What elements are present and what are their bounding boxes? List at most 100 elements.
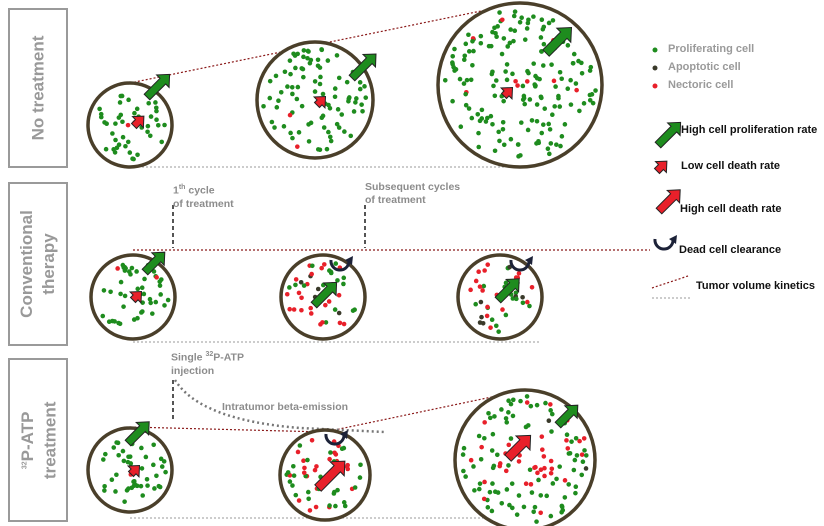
proliferating-cell <box>339 112 345 117</box>
proliferating-cell <box>341 275 347 281</box>
proliferating-cell <box>301 54 306 60</box>
proliferating-cell <box>579 70 585 76</box>
proliferating-cell <box>134 483 140 489</box>
proliferating-cell <box>332 94 338 100</box>
proliferating-cell <box>442 77 448 83</box>
proliferating-cell <box>97 106 102 112</box>
row-label-line2: therapy <box>39 233 59 295</box>
proliferating-cell <box>140 493 146 498</box>
proliferating-cell <box>571 467 577 473</box>
proliferating-cell <box>132 110 137 116</box>
proliferating-cell <box>557 69 563 75</box>
proliferating-cell <box>112 319 117 324</box>
proliferating-cell <box>508 401 514 407</box>
necrotic-cell <box>564 438 569 443</box>
necrotic-cell <box>549 466 555 472</box>
proliferating-cell <box>534 75 540 81</box>
necrotic-cell <box>485 304 490 310</box>
proliferating-cell <box>564 432 570 437</box>
proliferating-cell <box>566 482 572 487</box>
proliferating-cell <box>336 75 342 81</box>
proliferating-cell <box>547 151 552 157</box>
proliferating-cell <box>483 119 489 124</box>
proliferating-cell <box>100 313 106 319</box>
necrotic-cell <box>125 122 131 128</box>
necrotic-cell <box>299 307 304 313</box>
proliferating-cell <box>495 490 501 495</box>
necrotic-cell <box>503 468 509 474</box>
proliferating-cell <box>579 60 584 66</box>
proliferating-cell <box>121 304 126 309</box>
proliferating-cell <box>152 486 157 491</box>
proliferating-cell <box>357 475 363 480</box>
proliferating-cell <box>460 452 466 457</box>
proliferating-cell <box>531 14 536 19</box>
necrotic-cell <box>326 299 332 304</box>
proliferating-cell <box>550 112 555 117</box>
proliferating-cell <box>527 467 533 473</box>
proliferating-cell <box>461 57 467 63</box>
proliferating-cell <box>114 472 119 478</box>
proliferating-cell <box>559 134 565 139</box>
necrotic-cell <box>482 268 487 273</box>
proliferating-cell <box>477 481 483 486</box>
proliferating-cell <box>548 141 554 146</box>
proliferating-cell <box>494 34 499 40</box>
proliferating-cell <box>273 73 279 79</box>
proliferating-cell <box>470 38 475 44</box>
proliferating-cell <box>115 440 121 446</box>
proliferating-cell <box>550 18 556 23</box>
low-death-arrow <box>499 86 514 101</box>
proliferating-cell <box>476 486 482 492</box>
proliferating-cell <box>305 457 310 463</box>
apoptotic-cell <box>480 320 486 326</box>
proliferating-cell <box>306 139 312 144</box>
necrotic-cell <box>488 325 493 330</box>
necrotic-cell <box>301 470 307 476</box>
necrotic-cell <box>336 292 342 298</box>
proliferating-cell <box>290 483 295 488</box>
proliferating-cell <box>134 269 139 274</box>
subsequent-line2: of treatment <box>365 194 426 206</box>
proliferating-cell <box>101 457 106 462</box>
proliferating-cell <box>359 102 364 107</box>
proliferating-cell <box>557 464 562 469</box>
legend-proliferation-arrow <box>654 121 682 149</box>
proliferating-cell <box>582 448 587 453</box>
proliferating-cell <box>571 51 577 57</box>
legend-clearance-arc-head <box>669 235 677 244</box>
clearance-arc-head <box>525 256 533 265</box>
proliferating-cell <box>505 44 511 49</box>
proliferating-cell <box>457 76 463 82</box>
proliferating-cell <box>308 120 314 126</box>
proliferating-cell <box>479 116 485 121</box>
proliferating-cell <box>490 29 495 35</box>
proliferating-cell <box>521 504 527 510</box>
proliferating-cell <box>106 319 112 324</box>
proliferating-cell <box>135 315 140 321</box>
proliferating-cell <box>145 123 151 129</box>
proliferating-cell <box>507 502 512 508</box>
proliferating-cell <box>288 71 293 77</box>
necrotic-cell <box>319 265 324 271</box>
proliferating-cell <box>522 37 528 42</box>
proliferating-cell <box>301 48 307 53</box>
proliferating-cell <box>113 121 118 126</box>
proliferating-cell <box>139 466 145 471</box>
clearance-arc-head <box>345 256 353 265</box>
proliferating-cell <box>320 91 326 97</box>
injection-rest: P-ATP <box>213 351 244 364</box>
proliferating-cell <box>159 277 164 282</box>
proliferating-cell <box>354 96 359 101</box>
injection-sup: 32 <box>205 351 214 358</box>
proliferating-cell <box>510 413 516 419</box>
necrotic-cell <box>312 467 318 473</box>
proliferating-cell <box>154 108 159 114</box>
necrotic-cell <box>538 467 544 472</box>
proliferating-cell <box>463 102 469 108</box>
legend-necrotic: Nectoric cell <box>668 79 734 91</box>
proliferating-cell <box>124 488 130 493</box>
high-proliferation-arrow <box>554 404 579 429</box>
proliferating-cell <box>466 106 472 111</box>
